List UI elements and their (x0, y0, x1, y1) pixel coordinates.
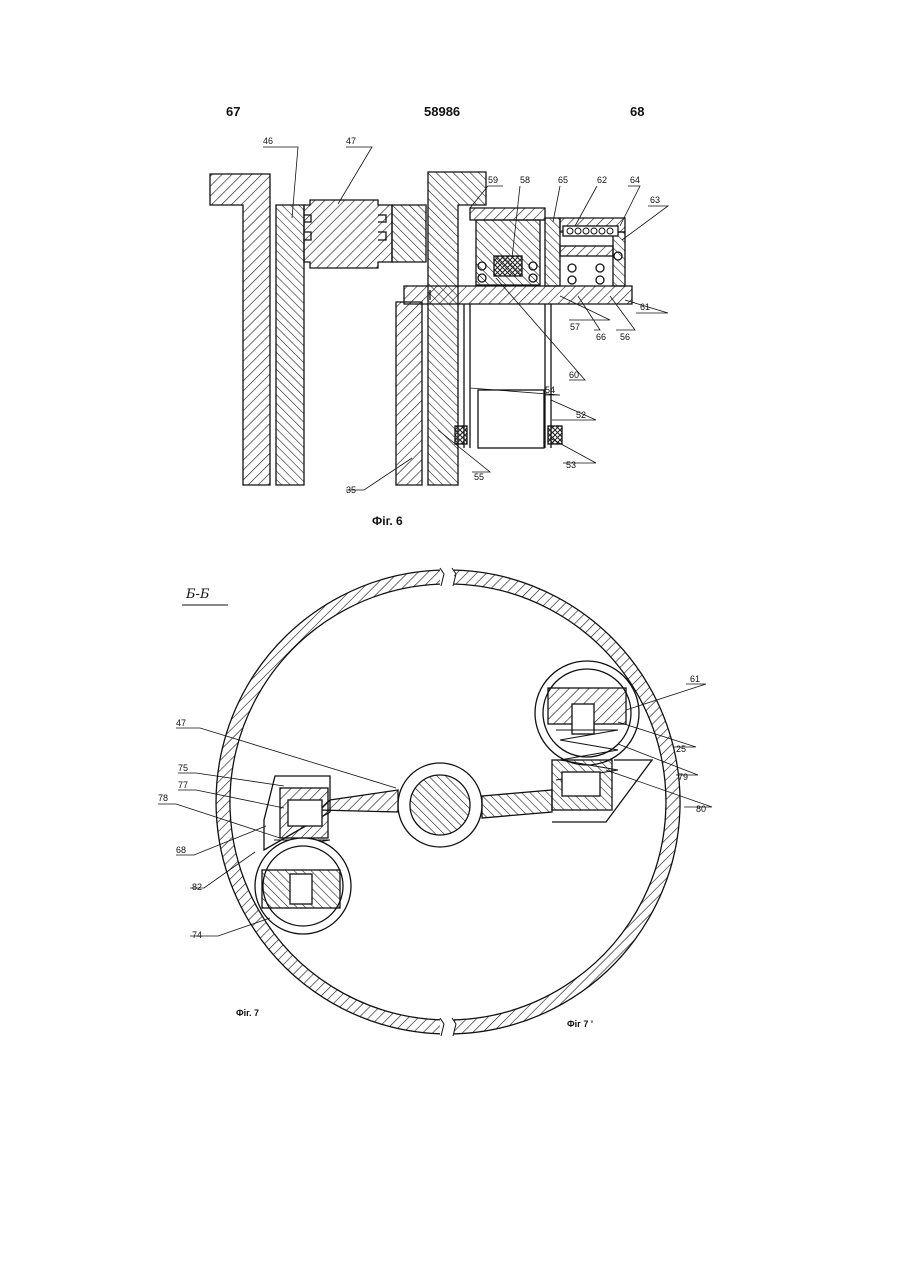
label-25: 25 (676, 744, 686, 754)
label-61-b: 61 (690, 674, 700, 684)
label-57: 57 (570, 322, 580, 332)
label-58: 58 (520, 175, 530, 185)
gear-47 (304, 200, 392, 268)
right-block-47 (392, 205, 426, 262)
label-78: 78 (158, 793, 168, 803)
label-82: 82 (192, 882, 202, 892)
figure-6: 46 47 59 58 65 62 64 63 61 57 66 56 60 5… (210, 136, 668, 528)
inner-column-46 (276, 205, 304, 485)
label-52: 52 (576, 410, 586, 420)
label-79: 79 (678, 772, 688, 782)
label-68: 68 (176, 845, 186, 855)
column-35 (396, 302, 422, 485)
label-77: 77 (178, 780, 188, 790)
label-59: 59 (488, 175, 498, 185)
label-56: 56 (620, 332, 630, 342)
section-mark: Б-Б (185, 587, 210, 602)
label-65: 65 (558, 175, 568, 185)
seal-55 (455, 426, 467, 444)
label-47-b: 47 (176, 718, 186, 728)
label-53: 53 (566, 460, 576, 470)
figure-7-caption-right: Фіг 7 ' (567, 1019, 593, 1029)
housing-right (545, 218, 560, 286)
arm-left (320, 790, 398, 812)
label-63: 63 (650, 195, 660, 205)
seal-53 (548, 426, 562, 444)
arm-right (482, 790, 552, 818)
label-60: 60 (569, 370, 579, 380)
label-62: 62 (597, 175, 607, 185)
label-35: 35 (346, 485, 356, 495)
label-74: 74 (192, 930, 202, 940)
label-54: 54 (545, 385, 555, 395)
bearing-58 (494, 256, 522, 276)
label-75: 75 (178, 763, 188, 773)
label-61: 61 (640, 302, 650, 312)
label-55: 55 (474, 472, 484, 482)
shaft-61 (404, 286, 632, 304)
figure-7: Б-Б (158, 566, 712, 1038)
label-80: 80 (696, 804, 706, 814)
figure-7-caption-left: Фіг. 7 (236, 1008, 259, 1018)
label-47: 47 (346, 136, 356, 146)
label-64: 64 (630, 175, 640, 185)
label-66: 66 (596, 332, 606, 342)
figure-6-caption: Фіг. 6 (372, 514, 403, 528)
housing-top (470, 208, 545, 220)
label-46: 46 (263, 136, 273, 146)
left-wall (210, 174, 270, 485)
